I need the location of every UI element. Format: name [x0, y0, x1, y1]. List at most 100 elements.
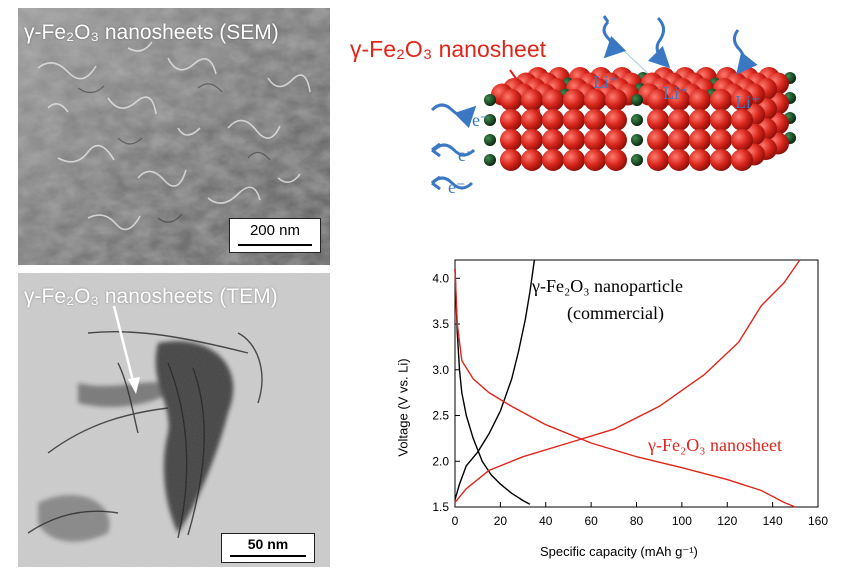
x-tick-label: 60 — [584, 514, 598, 528]
oxygen-atom — [647, 89, 669, 111]
x-tick-label: 160 — [808, 514, 828, 528]
oxygen-atom — [605, 149, 627, 171]
nanoparticle-charge-curve — [454, 259, 536, 500]
oxygen-atom — [710, 129, 732, 151]
x-tick-label: 20 — [494, 514, 508, 528]
y-tick-label: 3.0 — [432, 363, 449, 377]
x-tick-label: 140 — [763, 514, 783, 528]
oxygen-atom — [584, 109, 606, 131]
oxygen-atom — [542, 89, 564, 111]
oxygen-atom — [710, 89, 732, 111]
x-tick-label: 40 — [539, 514, 553, 528]
e-label-2: e⁻ — [458, 145, 476, 165]
li-label-2: Li⁺ — [663, 83, 689, 103]
x-tick-label: 0 — [452, 514, 459, 528]
oxygen-atom — [668, 149, 690, 171]
tem-scale-line — [230, 555, 306, 557]
iron-atom — [483, 133, 497, 147]
oxygen-atom — [605, 109, 627, 131]
nanoparticle-label-1: γ-Fe₂O₃ nanoparticle — [532, 276, 683, 296]
oxygen-atom — [710, 109, 732, 131]
tem-scale-bar: 50 nm — [221, 533, 315, 563]
oxygen-atom — [563, 109, 585, 131]
y-tick-label: 3.5 — [432, 317, 449, 331]
oxygen-atom — [521, 149, 543, 171]
oxygen-atom — [563, 89, 585, 111]
li-label-3: Li⁺ — [735, 92, 761, 112]
y-tick-label: 1.5 — [432, 500, 449, 514]
x-tick-label: 100 — [672, 514, 692, 528]
iron-atom — [483, 113, 497, 127]
oxygen-atom — [542, 129, 564, 151]
oxygen-atom — [731, 109, 753, 131]
oxygen-atom — [647, 149, 669, 171]
oxygen-atom — [668, 129, 690, 151]
nanosheet-label: γ-Fe₂O₃ nanosheet — [648, 435, 782, 455]
tem-scale-label: 50 nm — [247, 536, 289, 552]
iron-atom — [630, 133, 644, 147]
oxygen-atom — [521, 109, 543, 131]
oxygen-atom — [731, 129, 753, 151]
nanosheet-discharge-curve — [454, 269, 796, 508]
x-tick-label: 120 — [717, 514, 737, 528]
li-ion-arrows — [602, 15, 758, 75]
sem-image — [18, 8, 330, 265]
e-label-3: e⁻ — [448, 177, 466, 197]
oxygen-atom — [689, 129, 711, 151]
oxygen-atom — [542, 149, 564, 171]
oxygen-atom — [584, 149, 606, 171]
oxygen-atom — [689, 109, 711, 131]
oxygen-atom — [668, 89, 690, 111]
sem-panel: γ-Fe₂O₃ nanosheets (SEM) 200 nm — [18, 8, 330, 265]
oxygen-atom — [521, 89, 543, 111]
oxygen-atom — [563, 149, 585, 171]
nanosheet-charge-curve — [454, 259, 801, 503]
sem-scale-bar: 200 nm — [229, 218, 321, 253]
iron-atom — [630, 113, 644, 127]
y-tick-label: 2.0 — [432, 454, 449, 468]
oxygen-atom — [584, 129, 606, 151]
x-tick-label: 80 — [630, 514, 644, 528]
nanoparticle-discharge-curve — [454, 269, 531, 505]
tem-image — [18, 273, 330, 567]
x-axis-label: Specific capacity (mAh g⁻¹) — [540, 544, 698, 559]
schematic-graphic — [430, 15, 797, 191]
oxygen-atom — [605, 89, 627, 111]
oxygen-atom — [731, 149, 753, 171]
sem-title: γ-Fe₂O₃ nanosheets (SEM) — [24, 21, 279, 44]
tem-title: γ-Fe₂O₃ nanosheets (TEM) — [24, 285, 278, 308]
nanosheet-slab — [483, 67, 797, 171]
tem-panel: γ-Fe₂O₃ nanosheets (TEM) 50 nm — [18, 273, 330, 567]
iron-atom — [630, 153, 644, 167]
schematic: γ-Fe₂O₃ nanosheet — [340, 0, 850, 245]
oxygen-atom — [584, 89, 606, 111]
oxygen-atom — [605, 129, 627, 151]
iron-atom — [630, 93, 644, 107]
oxygen-atom — [500, 109, 522, 131]
oxygen-atom — [689, 89, 711, 111]
y-tick-label: 4.0 — [432, 271, 449, 285]
oxygen-atom — [500, 89, 522, 111]
li-label-1: Li⁺ — [593, 72, 619, 92]
y-tick-label: 2.5 — [432, 409, 449, 423]
oxygen-atom — [668, 109, 690, 131]
oxygen-atom — [647, 129, 669, 151]
oxygen-atom — [500, 129, 522, 151]
nanoparticle-label-2: (commercial) — [567, 303, 664, 323]
oxygen-atom — [647, 109, 669, 131]
iron-atom — [483, 93, 497, 107]
schematic-title: γ-Fe₂O₃ nanosheet — [350, 36, 547, 62]
iron-atom — [483, 153, 497, 167]
electron-arrows — [430, 103, 477, 191]
chart-svg: 0 20 40 60 80 100 120 140 160 1.5 2.0 2.5 3.0 3.5 4.0 — [432, 259, 828, 528]
e-label-1: e⁻ — [472, 110, 490, 130]
y-axis-label: Voltage (V vs. Li) — [395, 358, 411, 457]
sem-scale-label: 200 nm — [249, 222, 301, 239]
oxygen-atom — [731, 89, 753, 111]
sem-scale-line — [238, 244, 312, 246]
oxygen-atom — [689, 149, 711, 171]
oxygen-atom — [542, 109, 564, 131]
oxygen-atom — [500, 149, 522, 171]
oxygen-atom — [563, 129, 585, 151]
